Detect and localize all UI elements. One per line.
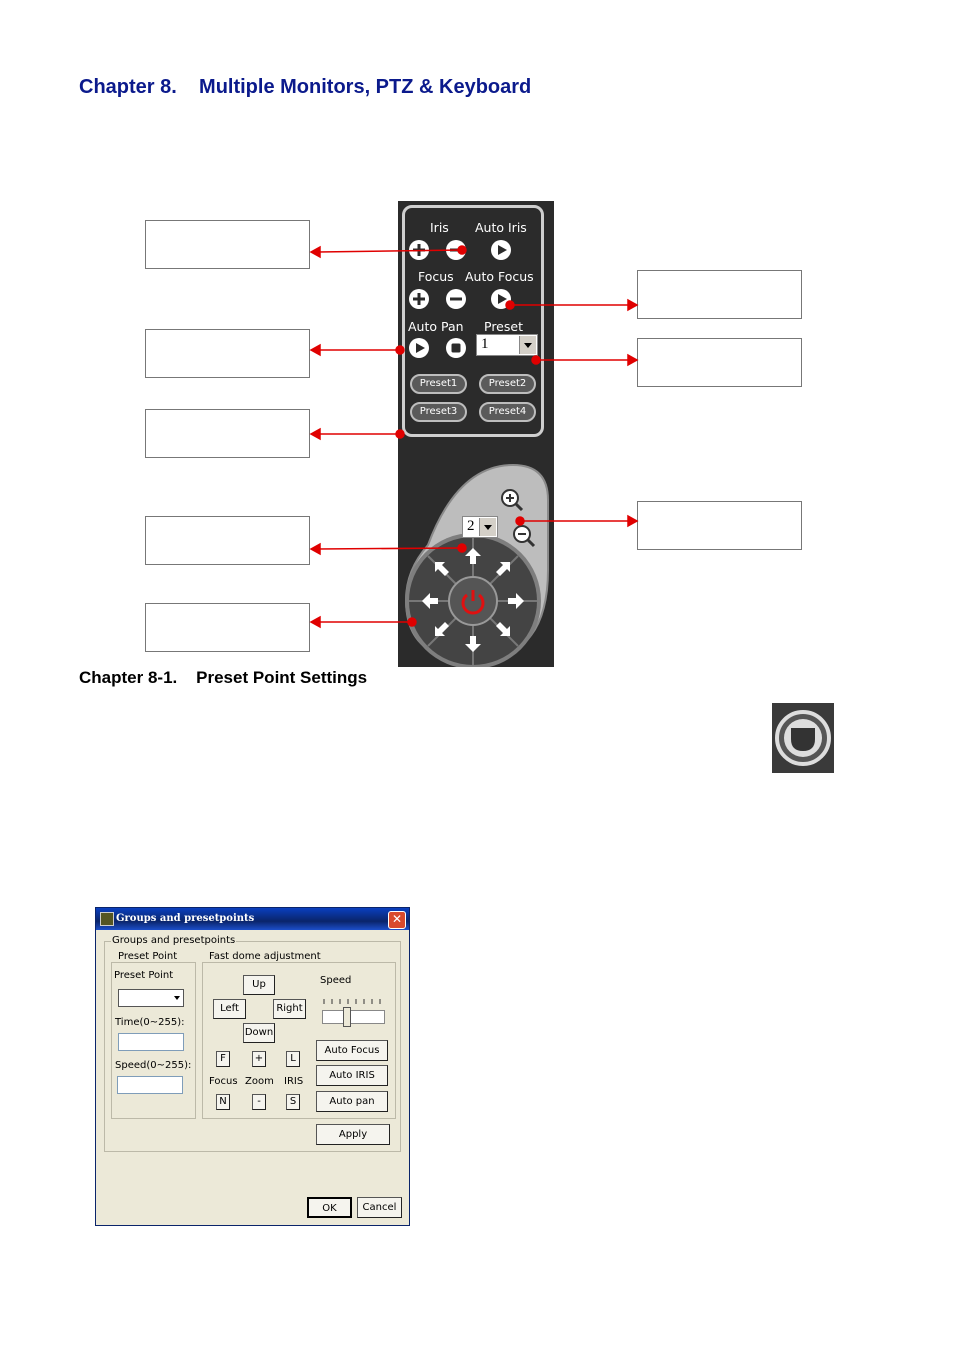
ok-button[interactable]: OK [307,1197,352,1218]
preset-point-select[interactable] [118,989,184,1007]
focus-plus-button[interactable] [409,289,429,309]
app-icon [100,912,114,926]
callout-box-iris [145,220,310,269]
auto-focus-button[interactable]: Auto Focus [316,1040,388,1061]
ptz-camera-icon[interactable] [772,703,834,773]
auto-iris-button[interactable]: Auto IRIS [316,1065,388,1086]
time-label: Time(0~255): [115,1017,185,1028]
power-icon[interactable] [459,587,487,615]
arrow-left-icon[interactable] [420,591,440,611]
iris-caption: IRIS [284,1076,304,1087]
chapter-title: Chapter 8. Multiple Monitors, PTZ & Keyb… [79,76,532,98]
focus-near-button[interactable]: N [216,1094,230,1110]
callout-box-preset-select [637,338,802,387]
auto-iris-play-button[interactable] [491,240,511,260]
callout-box-direction [145,603,310,652]
focus-caption: Focus [209,1076,238,1087]
arrow-up-left-icon[interactable] [433,560,451,578]
speed-slider-thumb[interactable] [343,1007,351,1027]
zoom-out-icon[interactable] [511,523,537,549]
zoom-in-button[interactable]: + [252,1051,266,1067]
preset1-button[interactable]: Preset1 [410,374,467,394]
auto-pan-play-button[interactable] [409,338,429,358]
preset4-button[interactable]: Preset4 [479,402,536,422]
slider-speed-label: Speed [320,975,352,986]
auto-iris-label: Auto Iris [475,220,527,235]
iris-close-button[interactable]: S [286,1094,300,1110]
fast-dome-group-label: Fast dome adjustment [208,951,322,962]
slider-ticks [323,999,381,1004]
callout-box-speed [145,516,310,565]
arrow-up-right-icon[interactable] [494,560,512,578]
arrow-up-icon[interactable] [463,546,483,566]
callout-box-auto-pan [145,329,310,378]
arrow-down-right-icon[interactable] [494,620,512,638]
right-button[interactable]: Right [273,999,306,1019]
auto-focus-label: Auto Focus [465,269,534,284]
preset-select-value: 1 [481,336,489,352]
speed-label: Speed(0~255): [115,1060,192,1071]
groups-presetpoints-group [104,941,401,1152]
callout-box-preset-buttons [145,409,310,458]
zoom-out-button[interactable]: - [252,1094,266,1110]
focus-label: Focus [418,269,454,284]
apply-button[interactable]: Apply [316,1124,390,1145]
left-button[interactable]: Left [213,999,246,1019]
iris-label: Iris [430,220,449,235]
up-button[interactable]: Up [243,975,275,995]
cancel-button[interactable]: Cancel [357,1197,402,1218]
chevron-down-icon [479,518,496,536]
dialog-title-bar: Groups and presetpoints ✕ [96,908,409,930]
ptz-control-frame [402,205,544,437]
speed-select-value: 2 [467,518,475,534]
chevron-down-icon [174,996,180,1000]
preset3-button[interactable]: Preset3 [410,402,467,422]
groups-presetpoints-label: Groups and presetpoints [111,935,237,946]
zoom-in-icon[interactable] [499,487,525,513]
callout-box-auto-focus [637,270,802,319]
auto-pan-button[interactable]: Auto pan [316,1091,388,1112]
fast-dome-group [202,962,396,1119]
preset-point-group [111,962,196,1119]
preset-point-label: Preset Point [114,970,174,981]
callout-box-zoom [637,501,802,550]
dialog-title: Groups and presetpoints [116,913,255,924]
arrow-down-icon[interactable] [463,634,483,654]
zoom-caption: Zoom [245,1076,274,1087]
speed-select[interactable]: 2 [462,516,498,538]
down-button[interactable]: Down [243,1023,275,1043]
focus-minus-button[interactable] [446,289,466,309]
speed-slider[interactable] [322,1007,385,1027]
arrow-down-left-icon[interactable] [433,620,451,638]
speed-input[interactable] [117,1076,183,1094]
chevron-down-icon [519,336,536,354]
auto-pan-label: Auto Pan [408,319,464,334]
figure-caption: Chapter 8-1. Preset Point Settings [79,668,368,687]
close-icon[interactable]: ✕ [388,911,406,929]
iris-open-button[interactable]: L [286,1051,300,1067]
groups-presetpoints-dialog: Groups and presetpoints ✕ Groups and pre… [95,907,410,1226]
preset2-button[interactable]: Preset2 [479,374,536,394]
arrow-right-icon[interactable] [506,591,526,611]
callout-arrows [309,245,639,629]
preset-select[interactable]: 1 [476,334,538,356]
preset-label: Preset [484,319,523,334]
preset-point-group-label: Preset Point [117,951,179,962]
focus-far-button[interactable]: F [216,1051,230,1067]
time-input[interactable] [118,1033,184,1051]
auto-pan-stop-button[interactable] [446,338,466,358]
